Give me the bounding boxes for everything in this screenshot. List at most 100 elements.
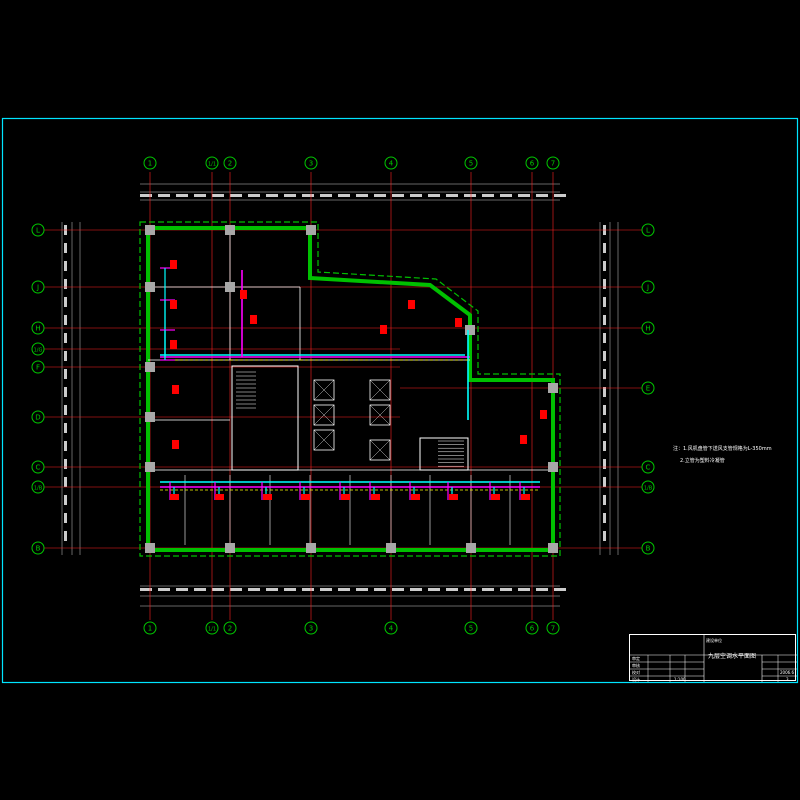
columns [145, 225, 558, 553]
axis-label: 2 [228, 160, 232, 168]
dim-text-top [338, 194, 350, 197]
dim-text-top [320, 194, 332, 197]
axis-bubble [31, 410, 45, 424]
dim-text-bottom [230, 588, 242, 591]
title-block-row-3: 校对 [632, 670, 640, 675]
axis-label: 7 [551, 625, 555, 633]
title-block-project: 建设单位 [706, 638, 722, 643]
dim-text-right [603, 513, 606, 523]
dim-text-bottom [320, 588, 332, 591]
dim-text-bottom [158, 588, 170, 591]
fan-coil-unit [408, 300, 415, 309]
dim-text-top [554, 194, 566, 197]
dim-text-bottom [356, 588, 368, 591]
axis-label: J [36, 284, 39, 292]
dim-text-right [603, 387, 606, 397]
elevator-cross [369, 404, 391, 426]
axis-bubble [641, 480, 655, 494]
exterior-wall [146, 226, 555, 552]
dim-text-left [64, 297, 67, 307]
elevator-shaft [313, 404, 335, 426]
dim-text-right [603, 261, 606, 271]
axis-bubble [31, 342, 45, 356]
axis-bubble [31, 460, 45, 474]
axis-bubble [641, 321, 655, 335]
structural-column [466, 543, 476, 553]
dim-text-left [64, 423, 67, 433]
dim-text-bottom [248, 588, 260, 591]
dim-text-bottom [374, 588, 386, 591]
dim-text-right [603, 441, 606, 451]
structural-column [145, 543, 155, 553]
structural-column [145, 462, 155, 472]
dim-text-top [248, 194, 260, 197]
title-block-grid [630, 635, 797, 682]
dim-text-right [603, 369, 606, 379]
stair-elevator-cores [231, 365, 469, 471]
axis-label: 3 [309, 625, 313, 633]
title-block: 建设单位 审定 审核 校对 设计 1:100 九层空调水平面图 2006.6 3 [629, 634, 797, 682]
structural-column [548, 462, 558, 472]
fan-coil-units [170, 260, 547, 500]
window-line [139, 221, 561, 557]
axis-label: H [35, 325, 40, 333]
dim-text-right [603, 279, 606, 289]
axis-bubble [143, 621, 157, 635]
elevator-cross [369, 379, 391, 401]
dim-text-right [603, 351, 606, 361]
axis-label: 3 [309, 160, 313, 168]
structural-column [465, 325, 475, 335]
axis-bubble [143, 156, 157, 170]
axis-label: J [646, 284, 649, 292]
dim-text-bottom [410, 588, 422, 591]
building-walls [139, 221, 561, 557]
dim-text-top [176, 194, 188, 197]
structural-column [225, 282, 235, 292]
dim-text-left [64, 261, 67, 271]
axis-label: 1/B [34, 486, 43, 492]
fan-coil-unit [250, 315, 257, 324]
dim-text-top [428, 194, 440, 197]
dim-text-bottom [536, 588, 548, 591]
dim-text-bottom [518, 588, 530, 591]
structural-column [145, 282, 155, 292]
axis-label: 1/1 [208, 627, 216, 633]
dim-text-left [64, 279, 67, 289]
structural-column [548, 383, 558, 393]
axis-bubble [525, 621, 539, 635]
dim-text-bottom [464, 588, 476, 591]
fan-coil-unit [170, 494, 179, 500]
axis-label: D [35, 414, 40, 422]
axis-bubble [384, 621, 398, 635]
dim-text-top [284, 194, 296, 197]
dim-text-bottom [212, 588, 224, 591]
dim-text-top [356, 194, 368, 197]
title-block-row-4: 设计 [632, 677, 640, 682]
axis-label: L [36, 227, 40, 235]
axis-bubble [304, 156, 318, 170]
drawing-title: 九层空调水平面图 [708, 653, 757, 660]
structural-column [225, 543, 235, 553]
dim-text-right [603, 243, 606, 253]
dim-text-top [518, 194, 530, 197]
axis-bubble [384, 156, 398, 170]
dim-text-left [64, 459, 67, 469]
dim-text-left [64, 387, 67, 397]
fan-coil-unit [380, 325, 387, 334]
dim-text-top [140, 194, 152, 197]
fan-coil-unit [172, 385, 179, 394]
axis-bubble [641, 460, 655, 474]
dim-text-left [64, 477, 67, 487]
axis-label: B [36, 545, 41, 553]
elevator-shaft [313, 429, 335, 451]
dim-text-top [482, 194, 494, 197]
fan-coil-unit [301, 494, 310, 500]
axis-label: F [36, 364, 40, 372]
dim-text-top [392, 194, 404, 197]
axis-bubble [31, 360, 45, 374]
axis-label: 6 [530, 625, 535, 633]
fan-coil-unit [449, 494, 458, 500]
dim-text-left [64, 441, 67, 451]
axis-bubble [205, 621, 219, 635]
